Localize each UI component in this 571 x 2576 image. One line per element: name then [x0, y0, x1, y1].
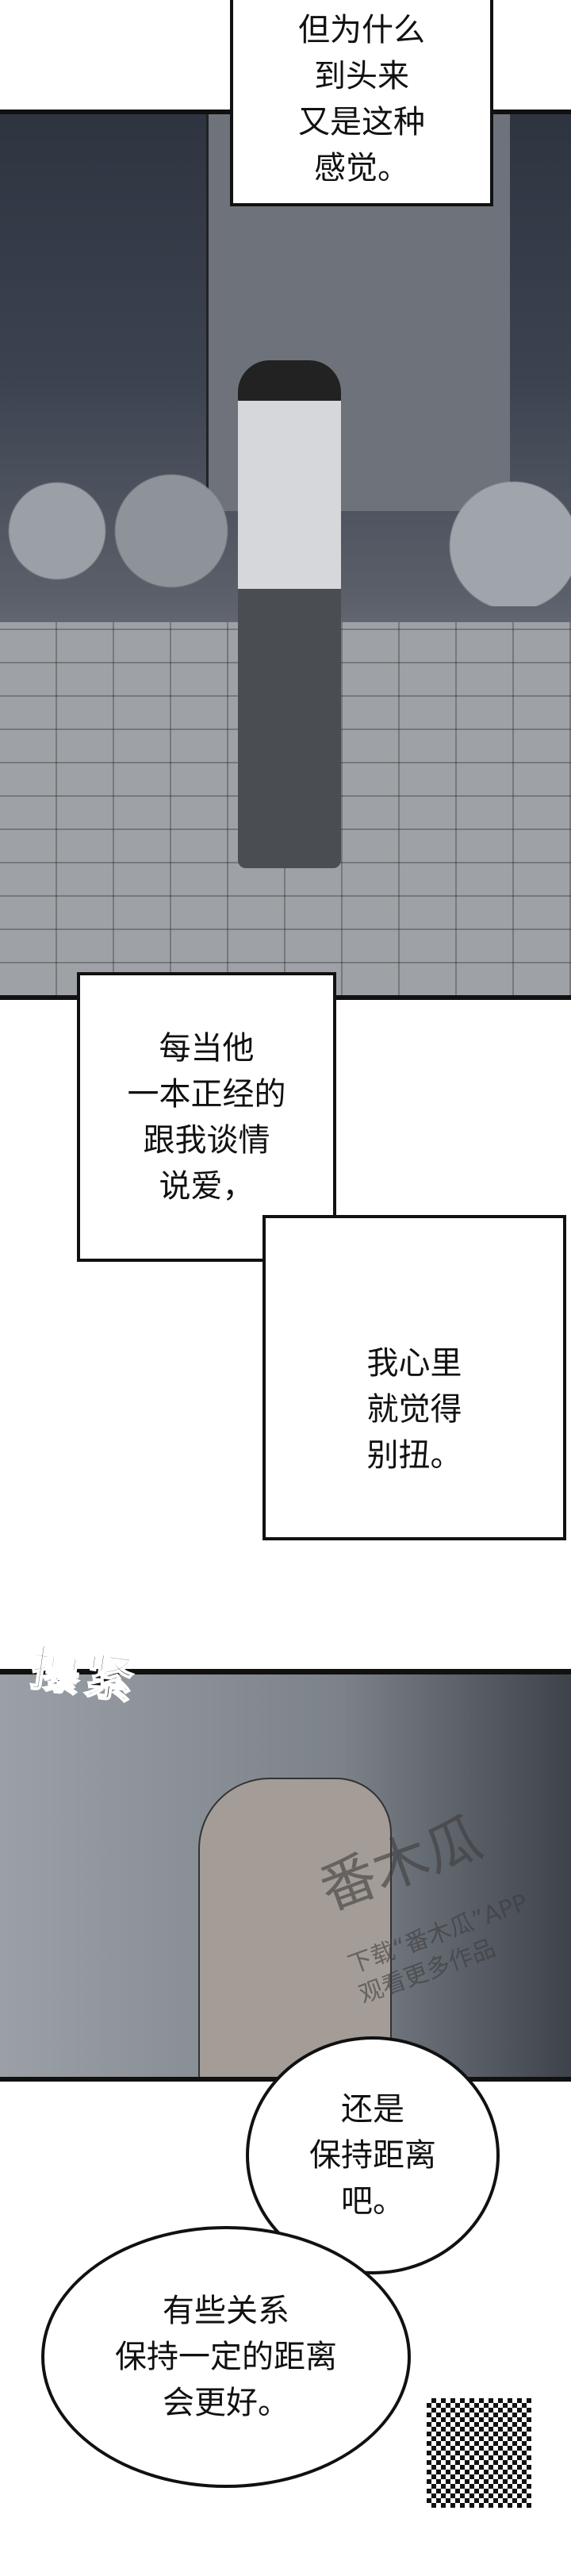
tiled-walkway — [0, 622, 571, 995]
walking-man — [238, 360, 341, 868]
qr-code — [423, 2395, 535, 2511]
clenched-hand — [198, 1778, 392, 2077]
caption-box-3: 我心里 就觉得 别扭。 — [263, 1215, 566, 1540]
caption-box-1: 但为什么 到头来 又是这种 感觉。 — [230, 0, 493, 206]
sound-effect: 攥紧 — [27, 1638, 144, 1712]
caption-box-2: 每当他 一本正经的 跟我谈情 说爱， — [77, 972, 336, 1262]
panel-clenched-fist — [0, 1669, 571, 2082]
speech-bubble-2: 有些关系 保持一定的距离 会更好。 — [41, 2226, 411, 2488]
panel-night-walk — [0, 110, 571, 1000]
